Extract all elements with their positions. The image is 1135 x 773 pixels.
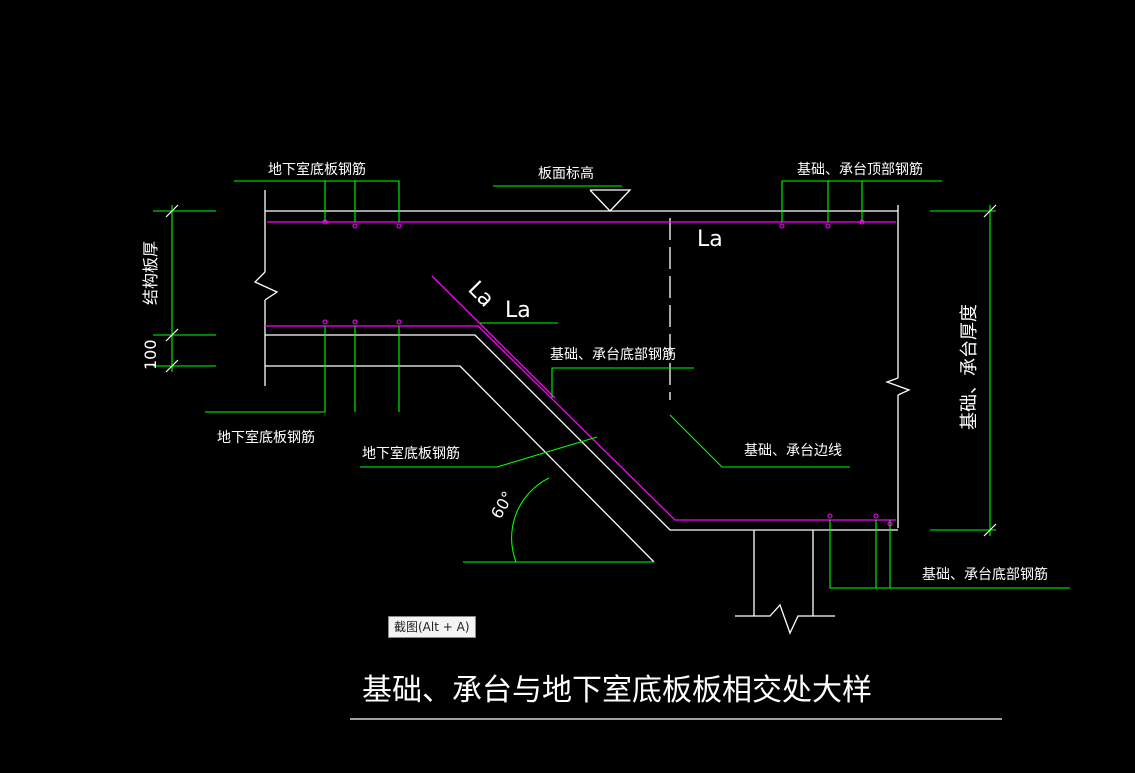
dimension-ticks	[165, 204, 997, 537]
structure-lines	[253, 189, 1002, 720]
label-la-slope: La	[463, 277, 499, 313]
screenshot-tooltip: 截图(Alt + A)	[388, 616, 476, 638]
rebar-dots	[322, 219, 893, 527]
rebar-lines	[265, 221, 896, 521]
label-left-dim-upper: 结构板厚	[141, 241, 160, 305]
label-foundation-bottom-rebar-mid: 基础、承台底部钢筋	[550, 346, 676, 363]
label-right-dim: 基础、承台厚度	[959, 304, 980, 430]
label-bottom-left-rebar: 地下室底板钢筋	[217, 429, 315, 446]
label-top-right-rebar: 基础、承台顶部钢筋	[797, 161, 923, 178]
label-edge-line: 基础、承台边线	[744, 442, 842, 459]
drawing-title: 基础、承台与地下室底板板相交处大样	[362, 673, 872, 708]
label-slab-top-elevation: 板面标高	[538, 165, 594, 182]
label-top-left-rebar: 地下室底板钢筋	[268, 161, 366, 178]
label-angle: 60°	[487, 488, 518, 522]
label-la-right: La	[697, 227, 723, 252]
leader-lines	[153, 180, 1070, 589]
label-left-dim-lower: 100	[141, 339, 160, 370]
labels: 地下室底板钢筋 板面标高 基础、承台顶部钢筋 La La La 基础、承台底部钢…	[141, 161, 1048, 708]
label-mid-slab-rebar: 地下室底板钢筋	[362, 445, 460, 462]
label-bottom-right-rebar: 基础、承台底部钢筋	[922, 566, 1048, 583]
label-la-mid: La	[505, 298, 531, 323]
